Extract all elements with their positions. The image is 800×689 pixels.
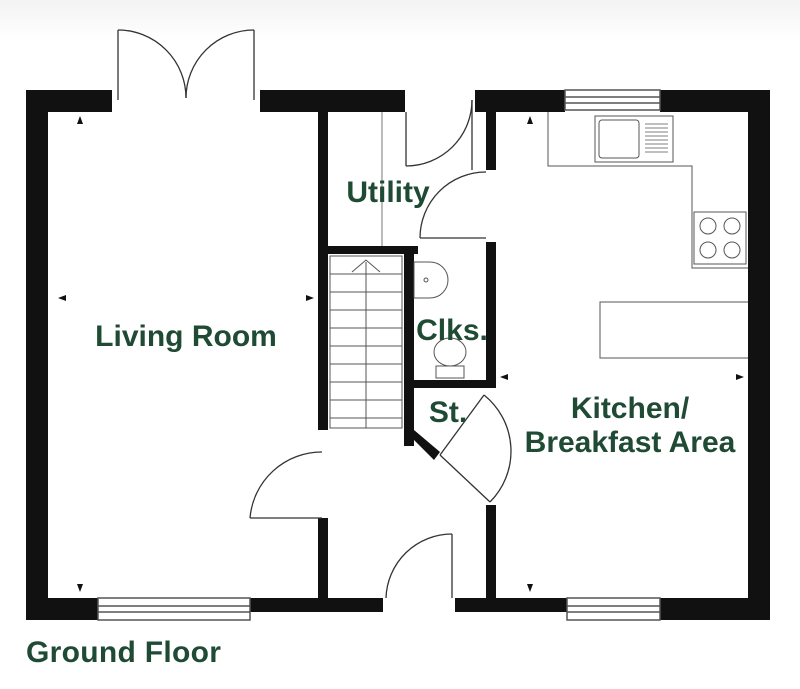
dimension-markers xyxy=(58,116,744,592)
kitchen-units xyxy=(547,112,748,359)
outer-walls xyxy=(26,90,770,620)
living-room-label: Living Room xyxy=(95,320,277,353)
kitchen-label-line2: Breakfast Area xyxy=(525,426,736,459)
floor-title: Ground Floor xyxy=(26,636,222,669)
window-living-bottom xyxy=(97,597,251,621)
sink-icon xyxy=(594,115,674,163)
window-kitchen-top xyxy=(564,89,661,111)
store-label: St. xyxy=(429,396,467,429)
stairs xyxy=(329,255,403,429)
doors xyxy=(117,29,512,599)
windows xyxy=(97,89,661,621)
internal-walls xyxy=(318,112,496,598)
cloakroom-fixtures xyxy=(413,261,467,379)
hob-icon xyxy=(693,211,747,265)
window-kitchen-bottom xyxy=(566,597,661,621)
kitchen-label-line1: Kitchen/ xyxy=(571,392,690,425)
utility-label: Utility xyxy=(346,176,430,209)
cloakroom-label: Clks. xyxy=(416,314,488,347)
